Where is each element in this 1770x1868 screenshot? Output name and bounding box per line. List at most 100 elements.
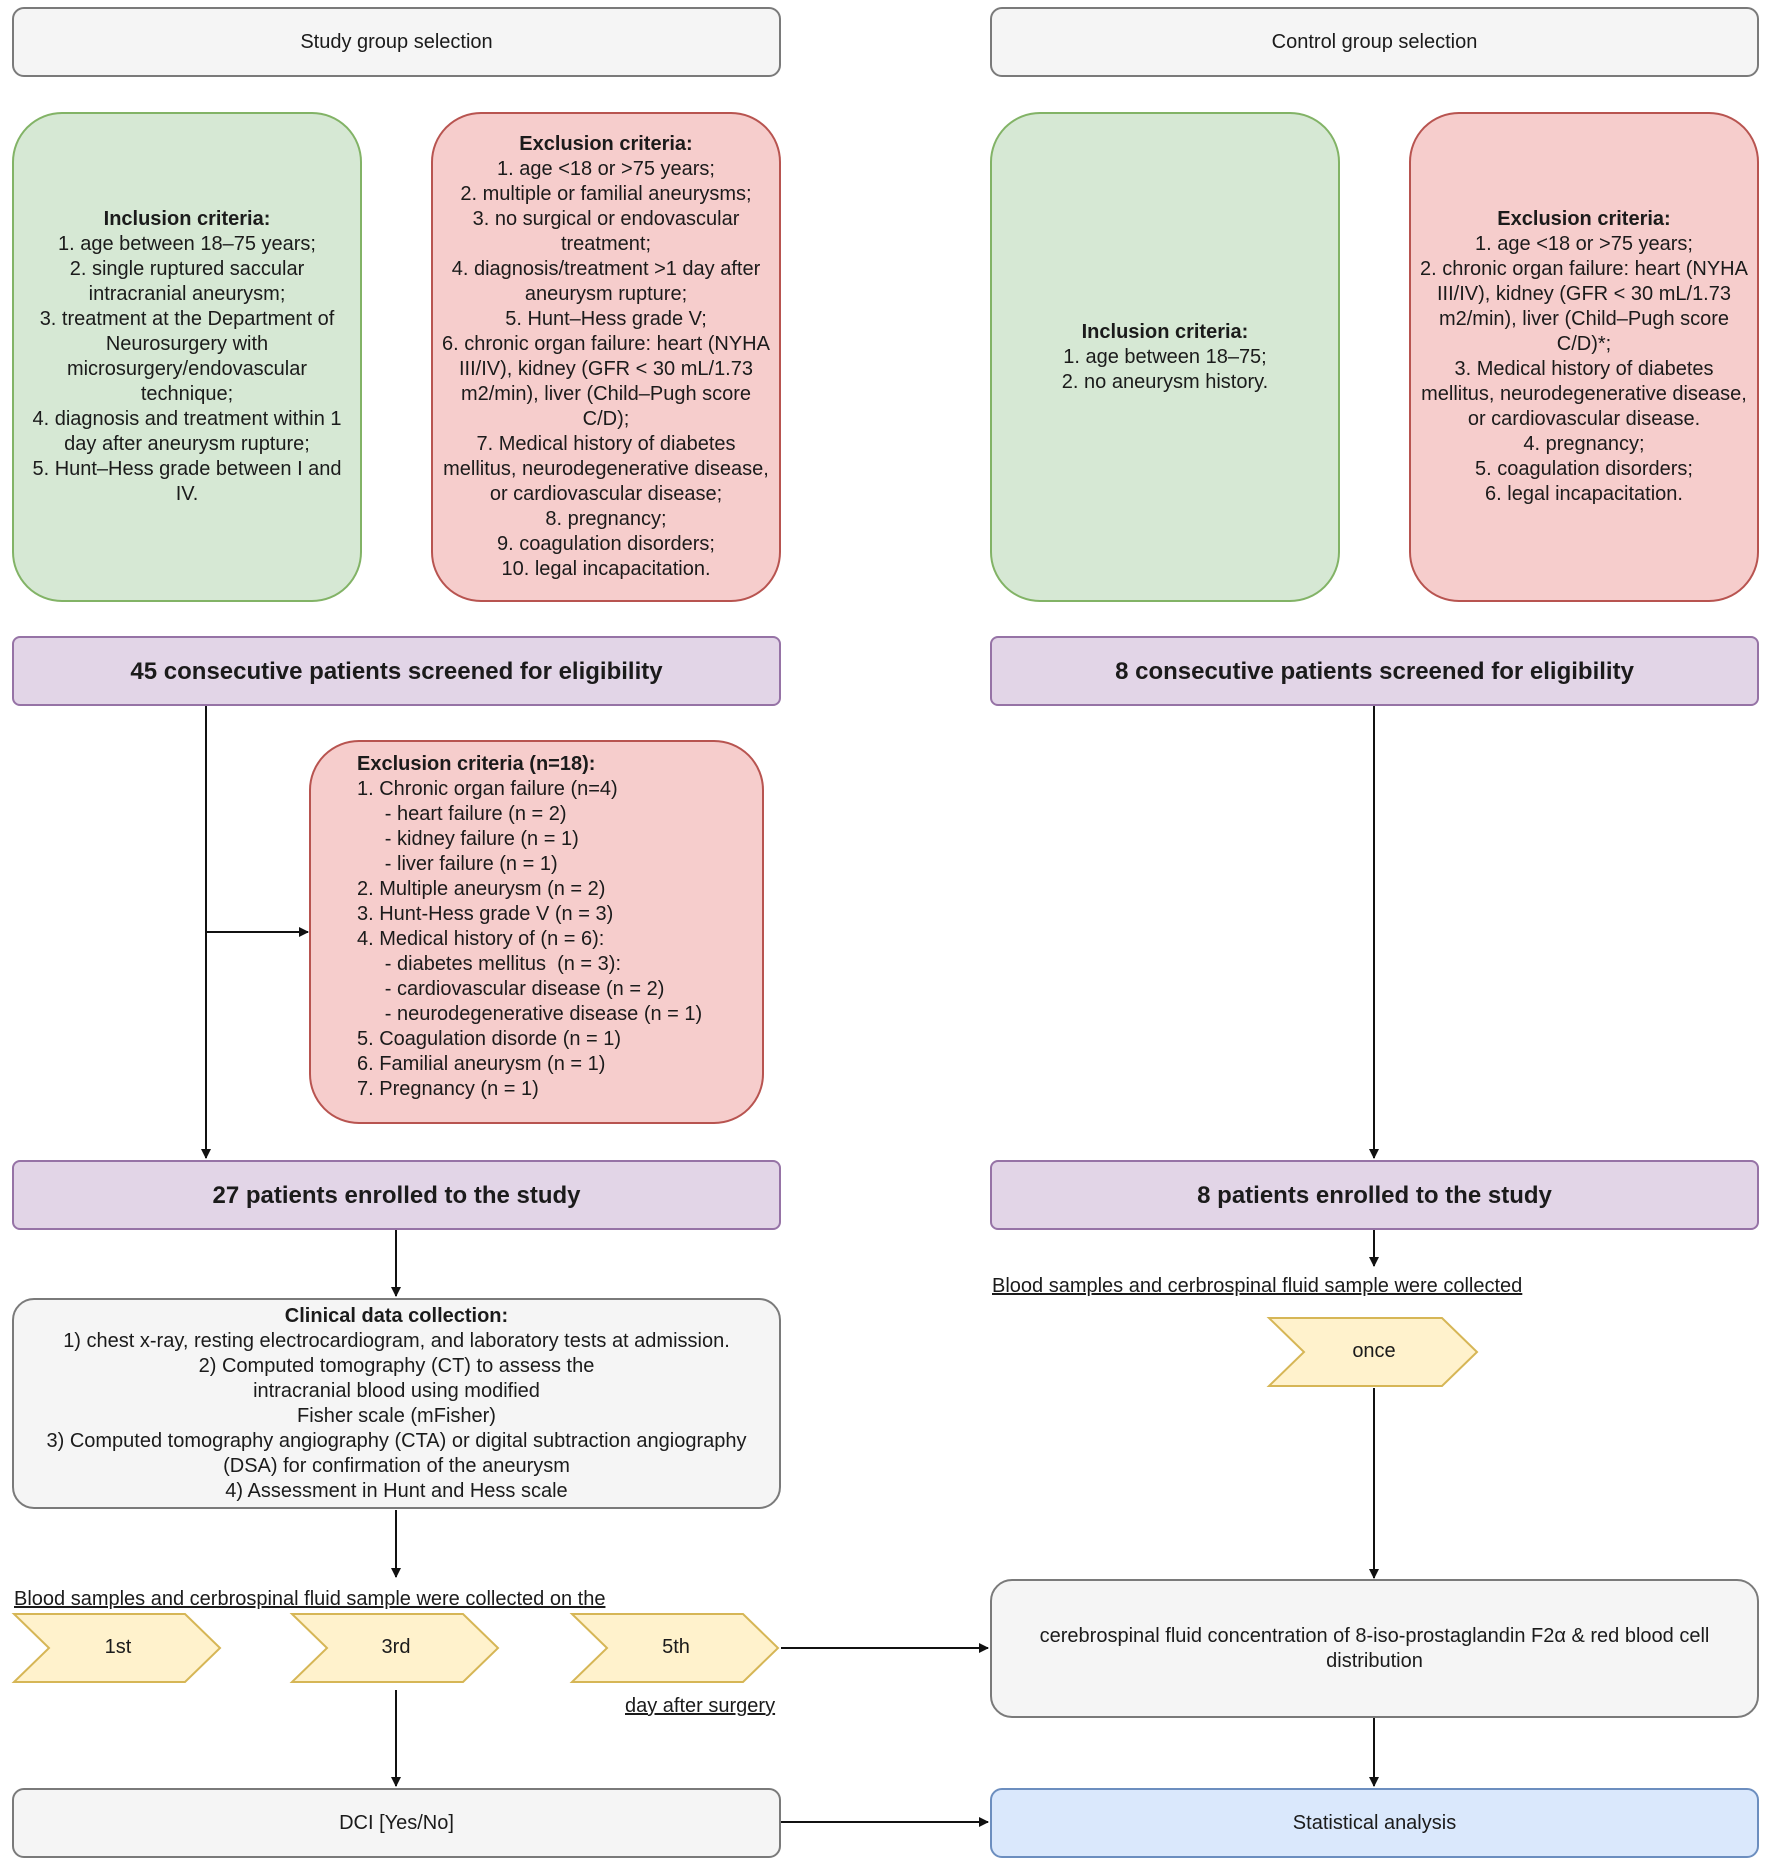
study-enrolled-box: 27 patients enrolled to the study — [12, 1160, 781, 1230]
study-group-header-text: Study group selection — [300, 30, 493, 53]
clinical-data-line: 2) Computed tomography (CT) to assess th… — [198, 1354, 595, 1377]
dci-text: DCI [Yes/No] — [339, 1811, 454, 1834]
study-exclusion-box: Exclusion criteria: 1. age <18 or >75 ye… — [431, 112, 781, 602]
study-inclusion-line: 1. age between 18–75 years; — [58, 233, 316, 255]
study-exclusion-line: 1. age <18 or >75 years; — [497, 158, 715, 180]
control-exclusion-line: or cardiovascular disease. — [1467, 408, 1701, 430]
once-chevron — [1266, 1317, 1479, 1387]
control-inclusion-title: Inclusion criteria: — [1081, 320, 1249, 343]
clinical-data-line: (DSA) for confirmation of the aneurysm — [223, 1454, 570, 1477]
control-screened-text: 8 consecutive patients screened for elig… — [1115, 657, 1634, 685]
clinical-data-text: Clinical data collection: 1) chest x-ray… — [46, 1304, 746, 1504]
study-exclusion-line: 6. chronic organ failure: heart (NYHA — [442, 333, 770, 355]
measurement-line: distribution — [1326, 1649, 1423, 1672]
study-exclusion-line: aneurysm rupture; — [524, 283, 688, 305]
control-exclusion-line: 3. Medical history of diabetes — [1454, 358, 1714, 380]
study-inclusion-line: 5. Hunt–Hess grade between I and — [32, 458, 342, 480]
control-screened-box: 8 consecutive patients screened for elig… — [990, 636, 1759, 706]
measurement-line: cerebrospinal fluid concentration of 8-i… — [1039, 1624, 1710, 1647]
study-exclusion-line: 2. multiple or familial aneurysms; — [460, 183, 752, 205]
study-inclusion-text: Inclusion criteria: 1. age between 18–75… — [32, 207, 341, 507]
day-3-label: 3rd — [381, 1636, 411, 1658]
control-group-header: Control group selection — [990, 7, 1759, 77]
measurement-box: cerebrospinal fluid concentration of 8-i… — [990, 1579, 1759, 1718]
study-exclusion-text: Exclusion criteria: 1. age <18 or >75 ye… — [442, 132, 770, 582]
study-exclusion-title: Exclusion criteria: — [519, 133, 693, 155]
control-inclusion-line: 2. no aneurysm history. — [1061, 370, 1269, 393]
study-inclusion-line: intracranial aneurysm; — [88, 283, 286, 305]
control-exclusion-box: Exclusion criteria: 1. age <18 or >75 ye… — [1409, 112, 1759, 602]
study-excluded-line: 1. Chronic organ failure (n=4) — [357, 778, 618, 800]
study-excluded-text: Exclusion criteria (n=18): 1. Chronic or… — [357, 752, 702, 1102]
control-group-header-text: Control group selection — [1271, 30, 1478, 53]
control-inclusion-text: Inclusion criteria: 1. age between 18–75… — [1062, 320, 1268, 395]
study-excluded-line: 5. Coagulation disorde (n = 1) — [357, 1028, 622, 1050]
study-enrolled-text: 27 patients enrolled to the study — [212, 1181, 581, 1209]
study-exclusion-line: C/D); — [582, 408, 630, 430]
study-excluded-line: 7. Pregnancy (n = 1) — [357, 1078, 539, 1100]
control-enrolled-box: 8 patients enrolled to the study — [990, 1160, 1759, 1230]
study-excluded-line: - neurodegenerative disease (n = 1) — [357, 1003, 703, 1025]
control-exclusion-text: Exclusion criteria: 1. age <18 or >75 ye… — [1420, 207, 1748, 507]
control-exclusion-line: 5. coagulation disorders; — [1475, 458, 1693, 480]
control-exclusion-line: m2/min), liver (Child–Pugh score — [1438, 308, 1730, 330]
clinical-data-line: 3) Computed tomography angiography (CTA)… — [46, 1429, 747, 1452]
study-inclusion-line: 3. treatment at the Department of — [39, 308, 335, 330]
study-excluded-line: - kidney failure (n = 1) — [357, 828, 579, 850]
dci-box: DCI [Yes/No] — [12, 1788, 781, 1858]
study-inclusion-box: Inclusion criteria: 1. age between 18–75… — [12, 112, 362, 602]
study-inclusion-line: technique; — [140, 383, 234, 405]
clinical-data-title: Clinical data collection: — [284, 1304, 509, 1327]
clinical-data-box: Clinical data collection: 1) chest x-ray… — [12, 1298, 781, 1509]
day-5-chevron — [569, 1613, 780, 1683]
study-exclusion-line: or cardiovascular disease; — [489, 483, 723, 505]
study-excluded-line: - diabetes mellitus (n = 3): — [357, 953, 621, 975]
control-exclusion-line: 4. pregnancy; — [1523, 433, 1645, 455]
control-exclusion-line: mellitus, neurodegenerative disease, — [1421, 383, 1747, 405]
study-exclusion-line: m2/min), liver (Child–Pugh score — [460, 383, 752, 405]
study-excluded-line: 6. Familial aneurysm (n = 1) — [357, 1053, 606, 1075]
clinical-data-line: 1) chest x-ray, resting electrocardiogra… — [63, 1329, 730, 1352]
control-enrolled-text: 8 patients enrolled to the study — [1197, 1181, 1552, 1209]
study-samples-note: Blood samples and cerbrospinal fluid sam… — [14, 1588, 606, 1610]
study-group-header: Study group selection — [12, 7, 781, 77]
study-excluded-title: Exclusion criteria (n=18): — [357, 753, 596, 775]
study-inclusion-line: IV. — [175, 483, 199, 505]
study-exclusion-line: 8. pregnancy; — [545, 508, 667, 530]
study-exclusion-line: 9. coagulation disorders; — [497, 533, 715, 555]
study-excluded-line: - cardiovascular disease (n = 2) — [357, 978, 665, 1000]
control-exclusion-line: C/D)*; — [1556, 333, 1612, 355]
study-excluded-line: - heart failure (n = 2) — [357, 803, 567, 825]
control-inclusion-line: 1. age between 18–75; — [1063, 345, 1267, 368]
study-excluded-line: 2. Multiple aneurysm (n = 2) — [357, 878, 606, 900]
study-exclusion-line: 4. diagnosis/treatment >1 day after — [451, 258, 761, 280]
study-screened-text: 45 consecutive patients screened for eli… — [130, 657, 663, 685]
control-exclusion-line: 1. age <18 or >75 years; — [1475, 233, 1693, 255]
day-3-chevron — [289, 1613, 500, 1683]
study-excluded-line: - liver failure (n = 1) — [357, 853, 558, 875]
study-inclusion-line: 2. single ruptured saccular — [69, 258, 305, 280]
control-exclusion-line: 2. chronic organ failure: heart (NYHA — [1420, 258, 1748, 280]
study-exclusion-line: 7. Medical history of diabetes — [476, 433, 736, 455]
clinical-data-line: intracranial blood using modified — [253, 1379, 540, 1402]
study-inclusion-line: Neurosurgery with — [105, 333, 269, 355]
study-exclusion-line: 5. Hunt–Hess grade V; — [505, 308, 707, 330]
control-samples-note: Blood samples and cerbrospinal fluid sam… — [992, 1275, 1523, 1297]
day-1-label: 1st — [104, 1636, 132, 1658]
statistical-analysis-box: Statistical analysis — [990, 1788, 1759, 1858]
control-exclusion-title: Exclusion criteria: — [1497, 208, 1671, 230]
once-label: once — [1352, 1340, 1396, 1362]
study-excluded-box: Exclusion criteria (n=18): 1. Chronic or… — [309, 740, 764, 1124]
control-exclusion-line: III/IV), kidney (GFR < 30 mL/1.73 — [1436, 283, 1731, 305]
clinical-data-line: Fisher scale (mFisher) — [297, 1404, 496, 1427]
study-exclusion-line: treatment; — [560, 233, 652, 255]
control-inclusion-box: Inclusion criteria: 1. age between 18–75… — [990, 112, 1340, 602]
study-screened-box: 45 consecutive patients screened for eli… — [12, 636, 781, 706]
day-1-chevron — [11, 1613, 222, 1683]
study-exclusion-line: 10. legal incapacitation. — [501, 558, 711, 580]
study-inclusion-line: day after aneurysm rupture; — [64, 433, 310, 455]
day-5-label: 5th — [662, 1636, 690, 1658]
clinical-data-line: 4) Assessment in Hunt and Hess scale — [225, 1479, 568, 1502]
statistical-analysis-text: Statistical analysis — [1292, 1811, 1457, 1834]
